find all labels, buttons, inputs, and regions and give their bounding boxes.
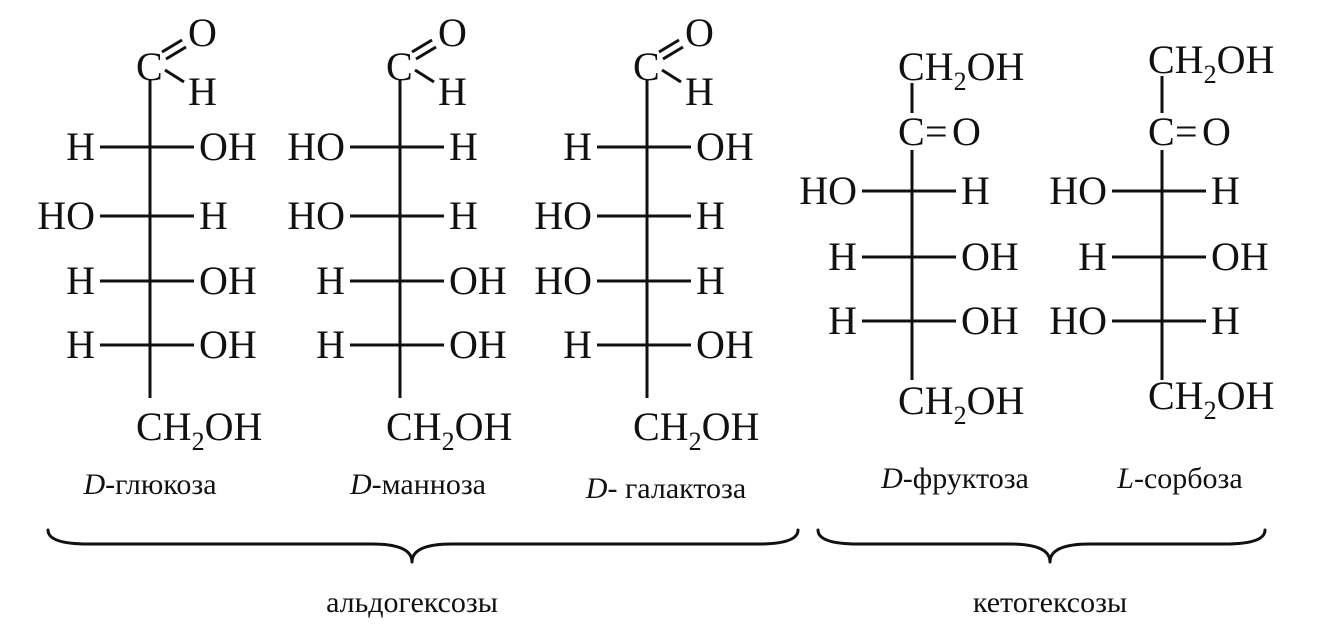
aldehyde-h-bond — [661, 68, 682, 84]
aldehyde-oxygen: O — [685, 10, 714, 55]
right-substituent: OH — [199, 322, 257, 367]
double-bond-line-1 — [411, 38, 433, 54]
right-substituent: H — [199, 193, 228, 238]
left-substituent: H — [563, 322, 592, 367]
bottom-ch2oh-group: CH2OH — [386, 404, 512, 456]
left-substituent: H — [828, 234, 857, 279]
top-ch2oh-group: CH2OH — [898, 44, 1024, 96]
carbonyl-oxygen: O — [952, 109, 981, 154]
left-substituent: HO — [534, 258, 592, 303]
top-ch2oh-group: CH2OH — [1148, 37, 1274, 89]
aldehyde-h-bond — [414, 68, 435, 84]
right-substituent: OH — [449, 322, 507, 367]
right-substituent: H — [449, 193, 478, 238]
right-substituent: H — [1211, 298, 1240, 343]
left-substituent: H — [66, 124, 95, 169]
aldehyde-h-bond — [164, 68, 185, 84]
right-substituent: OH — [199, 124, 257, 169]
curly-brace — [46, 528, 800, 564]
left-substituent: HO — [799, 168, 857, 213]
left-substituent: HO — [37, 193, 95, 238]
right-substituent: OH — [696, 322, 754, 367]
double-bond-line-2 — [415, 45, 437, 61]
double-bond-line-1 — [161, 38, 183, 54]
group-label: альдогексозы — [326, 586, 498, 619]
right-substituent: OH — [199, 258, 257, 303]
left-substituent: H — [1078, 234, 1107, 279]
aldehyde-hydrogen: H — [685, 69, 714, 114]
right-substituent: H — [696, 193, 725, 238]
left-substituent: HO — [287, 124, 345, 169]
carbonyl-oxygen: O — [1202, 109, 1231, 154]
double-bond-line-2 — [165, 45, 187, 61]
structure-caption: D-фруктоза — [880, 462, 1029, 495]
bottom-ch2oh-group: CH2OH — [136, 404, 262, 456]
carbonyl-double-bond: = — [1175, 109, 1198, 154]
aldehyde-hydrogen: H — [438, 69, 467, 114]
aldehyde-oxygen: O — [438, 10, 467, 55]
right-substituent: OH — [696, 124, 754, 169]
carbonyl-carbon: C — [898, 109, 925, 154]
right-substituent: OH — [961, 234, 1019, 279]
right-substituent: OH — [1211, 234, 1269, 279]
left-substituent: H — [563, 124, 592, 169]
bottom-ch2oh-group: CH2OH — [633, 404, 759, 456]
brace-ketohexoses: кетогексозы — [816, 528, 1267, 619]
right-substituent: H — [449, 124, 478, 169]
structure-caption: L-сорбоза — [1116, 462, 1242, 495]
aldehyde-oxygen: O — [188, 10, 217, 55]
group-label: кетогексозы — [973, 586, 1127, 619]
right-substituent: H — [1211, 168, 1240, 213]
structure-caption: D-глюкоза — [82, 468, 216, 501]
carbonyl-carbon: C — [1148, 109, 1175, 154]
left-substituent: H — [66, 322, 95, 367]
left-substituent: H — [316, 258, 345, 303]
curly-brace — [816, 528, 1267, 564]
double-bond-line-2 — [662, 45, 684, 61]
bottom-ch2oh-group: CH2OH — [1148, 373, 1274, 425]
aldehyde-hydrogen: H — [188, 69, 217, 114]
left-substituent: HO — [1049, 298, 1107, 343]
left-substituent: H — [316, 322, 345, 367]
left-substituent: HO — [287, 193, 345, 238]
structure-caption: D- галактоза — [585, 472, 746, 505]
left-substituent: H — [828, 298, 857, 343]
bottom-ch2oh-group: CH2OH — [898, 378, 1024, 430]
left-substituent: H — [66, 258, 95, 303]
brace-aldohexoses: альдогексозы — [46, 528, 800, 619]
right-substituent: H — [696, 258, 725, 303]
double-bond-line-1 — [658, 38, 680, 54]
right-substituent: OH — [961, 298, 1019, 343]
right-substituent: OH — [449, 258, 507, 303]
structure-caption: D-манноза — [349, 468, 486, 501]
right-substituent: H — [961, 168, 990, 213]
carbonyl-double-bond: = — [925, 109, 948, 154]
left-substituent: HO — [534, 193, 592, 238]
left-substituent: HO — [1049, 168, 1107, 213]
